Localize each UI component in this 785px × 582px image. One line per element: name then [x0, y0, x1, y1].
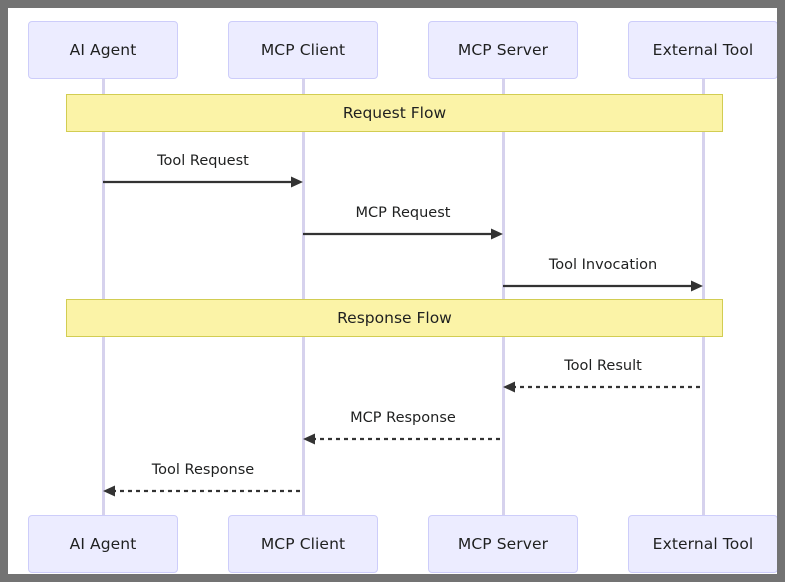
participant-label: MCP Client [260, 535, 346, 553]
message-tool-result: Tool Result [503, 358, 703, 393]
lifeline-mcp-server [501, 79, 505, 515]
participant-box-top-mcp-client[interactable]: MCP Client [228, 21, 378, 79]
message-mcp-response: MCP Response [303, 410, 503, 445]
flow-band-label: Response Flow [337, 309, 452, 327]
participant-box-bottom-mcp-server[interactable]: MCP Server [428, 515, 578, 573]
participant-label: AI Agent [69, 41, 137, 59]
participant-label: External Tool [652, 535, 754, 553]
message-arrow-right-solid [303, 228, 503, 240]
message-tool-response: Tool Response [103, 462, 303, 497]
participant-box-bottom-external-tool[interactable]: External Tool [628, 515, 777, 573]
lifeline-ai-agent [101, 79, 105, 515]
participant-box-bottom-mcp-client[interactable]: MCP Client [228, 515, 378, 573]
flow-band-response-flow: Response Flow [66, 299, 723, 337]
message-arrow-right-solid [103, 176, 303, 188]
message-mcp-request: MCP Request [303, 205, 503, 240]
participant-label: MCP Server [457, 41, 549, 59]
lifeline-external-tool [701, 79, 705, 515]
message-label: Tool Response [151, 462, 255, 478]
participant-box-top-mcp-server[interactable]: MCP Server [428, 21, 578, 79]
flow-band-request-flow: Request Flow [66, 94, 723, 132]
message-label: MCP Response [350, 410, 456, 426]
message-label: MCP Request [355, 205, 451, 221]
participant-label: External Tool [652, 41, 754, 59]
participant-label: MCP Client [260, 41, 346, 59]
message-tool-invocation: Tool Invocation [503, 257, 703, 292]
message-arrow-left-dashed [503, 381, 703, 393]
message-arrow-left-dashed [103, 485, 303, 497]
message-arrow-right-solid [503, 280, 703, 292]
message-arrow-left-dashed [303, 433, 503, 445]
message-label: Tool Request [157, 153, 249, 169]
participant-label: AI Agent [69, 535, 137, 553]
sequence-diagram-canvas: AI Agent MCP Client MCP Server External … [8, 8, 777, 574]
participant-box-top-ai-agent[interactable]: AI Agent [28, 21, 178, 79]
lifeline-mcp-client [301, 79, 305, 515]
participant-box-top-external-tool[interactable]: External Tool [628, 21, 777, 79]
message-label: Tool Invocation [548, 257, 658, 273]
participant-label: MCP Server [457, 535, 549, 553]
participant-box-bottom-ai-agent[interactable]: AI Agent [28, 515, 178, 573]
flow-band-label: Request Flow [342, 104, 447, 122]
message-tool-request: Tool Request [103, 153, 303, 188]
message-label: Tool Result [564, 358, 642, 374]
